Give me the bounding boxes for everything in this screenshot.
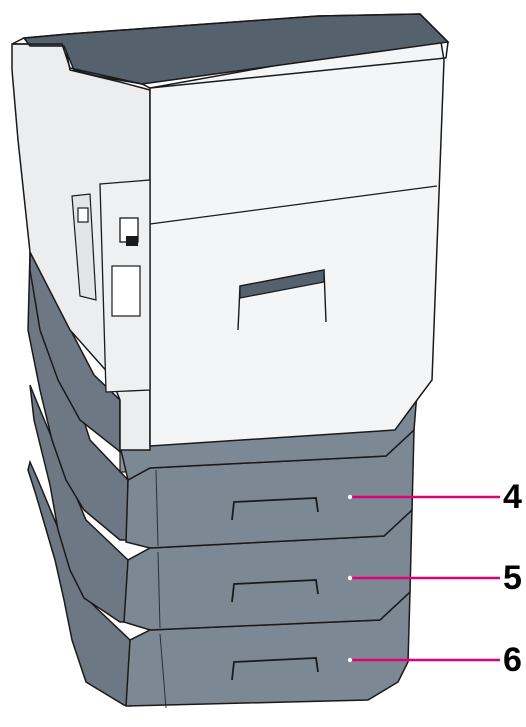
callout-dot-5 — [347, 575, 353, 581]
cassette-5-handle — [231, 579, 319, 603]
printer-main-body — [11, 13, 450, 451]
printer-rear-face — [149, 35, 445, 447]
callout-lines — [347, 494, 500, 663]
cassette-tray-4 — [27, 251, 415, 549]
rear-cover-handle-grip — [239, 269, 325, 299]
callout-dot-6 — [347, 657, 353, 663]
cassette-5-side — [29, 384, 129, 623]
cassette-6-handle — [231, 657, 319, 681]
callout-number-6: 6 — [503, 641, 522, 679]
callout-number-4: 4 — [503, 478, 522, 516]
cassette-4-handle — [231, 497, 319, 521]
network-port-icon — [126, 236, 138, 246]
power-switch-icon — [77, 207, 89, 223]
cassette-5-seam — [157, 551, 161, 629]
callout-number-5: 5 — [503, 559, 522, 597]
printer-top-rim — [11, 13, 449, 89]
option-slot-cover — [111, 265, 141, 317]
cassette-4-seam — [155, 469, 159, 547]
callout-dot-4 — [347, 494, 353, 500]
cassette-6-seam — [159, 633, 167, 709]
rear-cover-seam — [149, 185, 438, 225]
cassette-4-side — [27, 251, 129, 541]
